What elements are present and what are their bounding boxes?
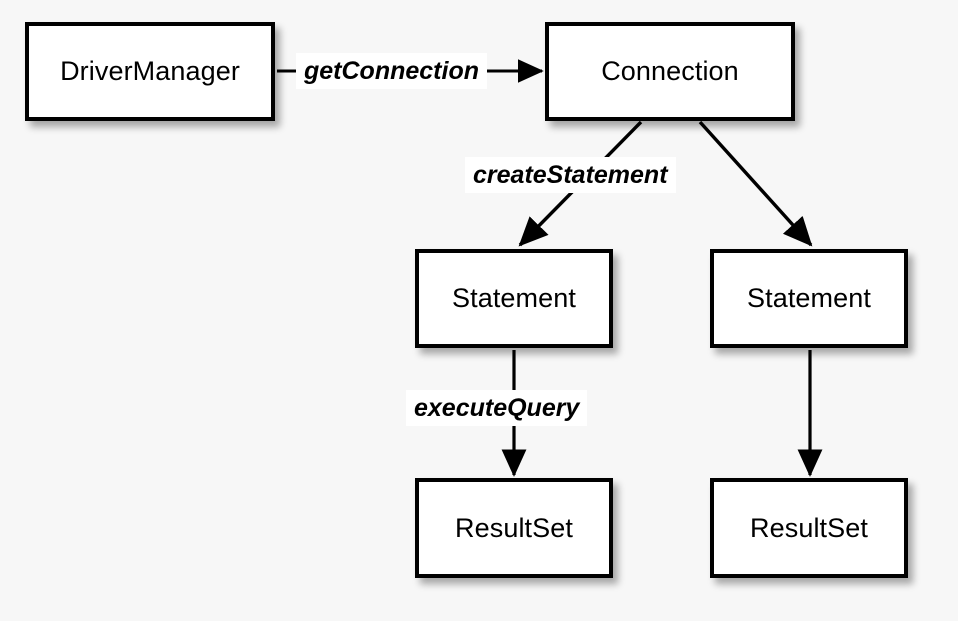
node-label-drivermanager: DriverManager <box>60 56 240 86</box>
edge-label-createstatement: createStatement <box>465 157 676 193</box>
node-label-resultset-left: ResultSet <box>455 512 573 543</box>
node-label-statement-right: Statement <box>747 283 871 313</box>
node-connection[interactable]: Connection <box>545 22 795 121</box>
edge-label-executequery: executeQuery <box>406 390 588 426</box>
node-label-resultset-right: ResultSet <box>750 512 868 543</box>
node-statement-right[interactable]: Statement <box>710 249 908 348</box>
node-resultset-left[interactable]: ResultSet <box>415 478 613 578</box>
node-label-connection: Connection <box>601 56 739 86</box>
node-label-statement-left: Statement <box>452 283 576 313</box>
node-resultset-right[interactable]: ResultSet <box>710 478 908 578</box>
edge-label-getconnection: getConnection <box>296 53 487 89</box>
edge-connection-to-statement-2 <box>698 120 813 247</box>
node-statement-left[interactable]: Statement <box>415 249 613 348</box>
node-drivermanager[interactable]: DriverManager <box>25 22 275 121</box>
